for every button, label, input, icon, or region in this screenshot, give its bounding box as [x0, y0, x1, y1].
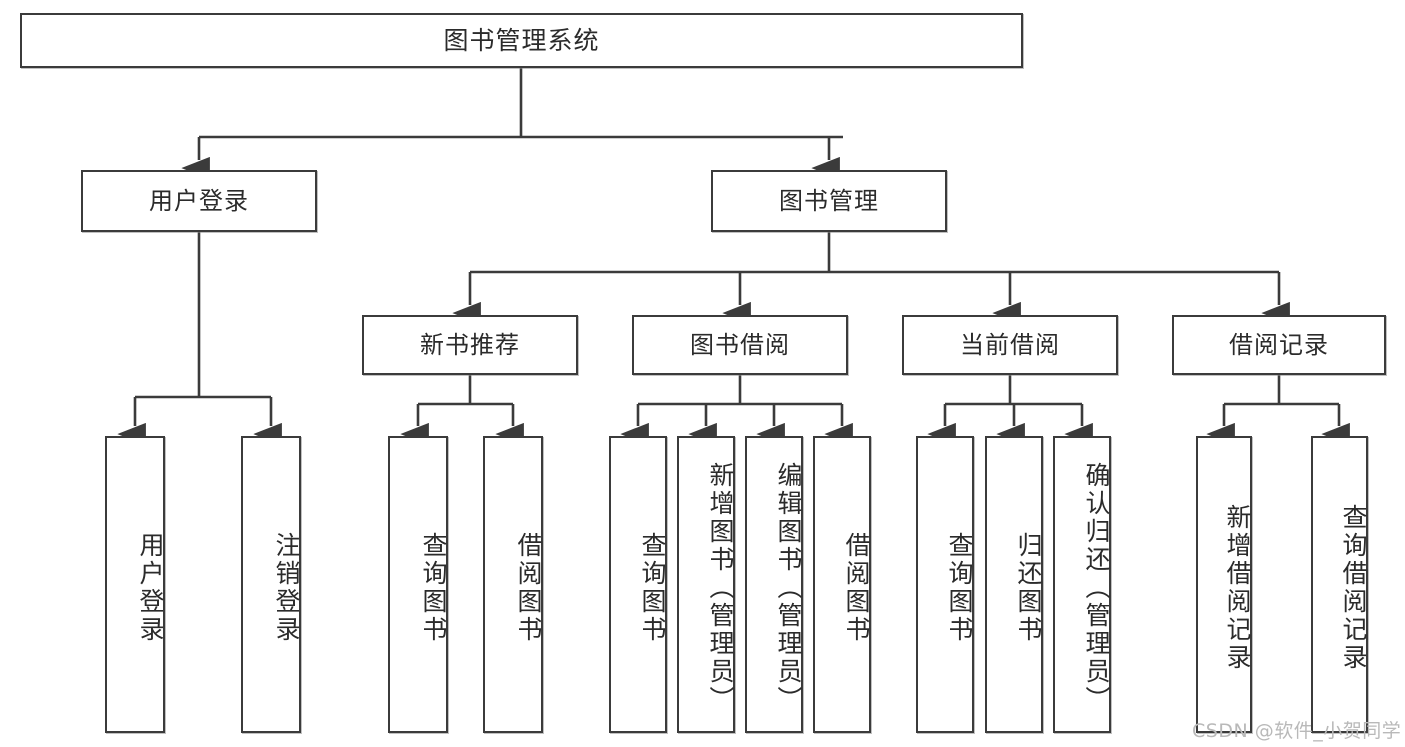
node-current-borrow[interactable]: 当前借阅: [902, 315, 1118, 375]
leaf-label: 编辑图书（管理员）: [774, 461, 803, 714]
node-root[interactable]: 图书管理系统: [20, 13, 1023, 68]
leaf-label: 借阅图书: [842, 531, 871, 644]
leaf-label: 归还图书: [1014, 531, 1043, 644]
node-root-label: 图书管理系统: [443, 25, 600, 55]
node-book-borrow-label: 图书借阅: [690, 330, 790, 359]
node-new-book-recommend-label: 新书推荐: [420, 330, 520, 359]
leaf-edit-book-admin[interactable]: 编辑图书（管理员）: [745, 436, 803, 733]
leaf-add-book-admin[interactable]: 新增图书（管理员）: [677, 436, 735, 733]
leaf-return-book[interactable]: 归还图书: [985, 436, 1043, 733]
leaf-query-book-borrow[interactable]: 查询图书: [609, 436, 667, 733]
node-user-login-label: 用户登录: [149, 186, 249, 215]
leaf-borrow-book-newbook[interactable]: 借阅图书: [483, 436, 543, 733]
leaf-label: 查询图书: [945, 531, 974, 644]
leaf-label: 新增图书（管理员）: [706, 461, 735, 714]
leaf-user-login[interactable]: 用户登录: [105, 436, 165, 733]
leaf-label: 查询借阅记录: [1339, 503, 1368, 672]
leaf-query-borrow-record[interactable]: 查询借阅记录: [1311, 436, 1368, 733]
leaf-confirm-return-admin[interactable]: 确认归还（管理员）: [1053, 436, 1111, 733]
leaf-label: 借阅图书: [514, 531, 543, 644]
node-book-borrow[interactable]: 图书借阅: [632, 315, 848, 375]
node-book-management[interactable]: 图书管理: [711, 170, 947, 232]
leaf-label: 新增借阅记录: [1223, 503, 1252, 672]
node-borrow-records-label: 借阅记录: [1229, 330, 1329, 359]
leaf-query-book-newbook[interactable]: 查询图书: [388, 436, 448, 733]
node-current-borrow-label: 当前借阅: [960, 330, 1060, 359]
leaf-add-borrow-record[interactable]: 新增借阅记录: [1196, 436, 1252, 733]
leaf-label: 用户登录: [136, 531, 165, 644]
node-user-login[interactable]: 用户登录: [81, 170, 317, 232]
csdn-watermark: CSDN @软件_小贺同学: [1192, 720, 1402, 742]
leaf-label: 查询图书: [419, 531, 448, 644]
leaf-label: 注销登录: [272, 531, 301, 644]
leaf-label: 查询图书: [638, 531, 667, 644]
node-book-management-label: 图书管理: [779, 186, 879, 215]
leaf-label: 确认归还（管理员）: [1082, 461, 1111, 714]
node-borrow-records[interactable]: 借阅记录: [1172, 315, 1386, 375]
leaf-borrow-book[interactable]: 借阅图书: [813, 436, 871, 733]
leaf-query-book-current[interactable]: 查询图书: [916, 436, 974, 733]
leaf-logout[interactable]: 注销登录: [241, 436, 301, 733]
node-new-book-recommend[interactable]: 新书推荐: [362, 315, 578, 375]
